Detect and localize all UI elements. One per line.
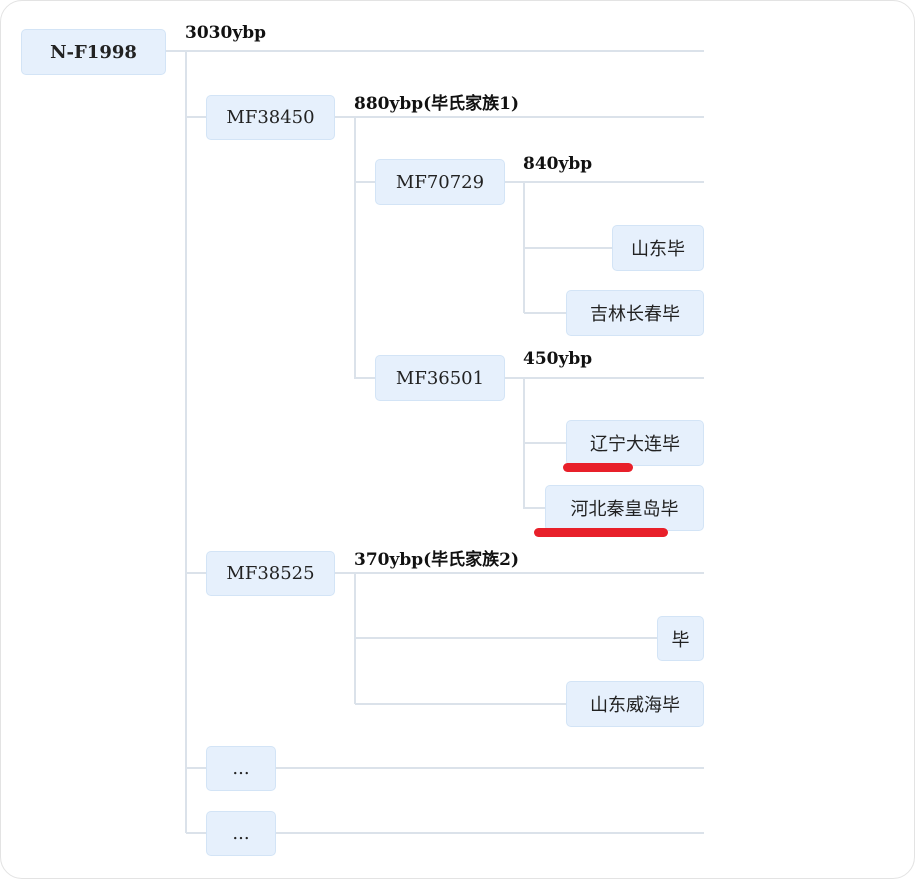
node-mf70729[interactable]: MF70729: [375, 159, 505, 205]
age-label-root: 3030ybp: [185, 23, 266, 43]
age-label-mf70729: 840ybp: [523, 154, 593, 174]
node-bi[interactable]: 毕: [657, 616, 704, 661]
node-shandong[interactable]: 山东毕: [612, 225, 704, 271]
node-more-1[interactable]: ...: [206, 746, 276, 791]
node-jilin[interactable]: 吉林长春毕: [566, 290, 704, 336]
age-label-mf38525: 370ybp(毕氏家族2): [354, 550, 520, 570]
node-weihai[interactable]: 山东威海毕: [566, 681, 704, 727]
red-underline-liaoning: [563, 463, 633, 472]
node-hebei[interactable]: 河北秦皇岛毕: [545, 485, 704, 531]
red-underline-hebei: [534, 528, 668, 537]
node-n-f1998[interactable]: N-F1998: [21, 29, 166, 75]
node-mf38450[interactable]: MF38450: [206, 95, 335, 140]
age-label-mf38450: 880ybp(毕氏家族1): [354, 94, 520, 114]
node-mf36501[interactable]: MF36501: [375, 355, 505, 401]
node-liaoning[interactable]: 辽宁大连毕: [566, 420, 704, 466]
node-mf38525[interactable]: MF38525: [206, 551, 335, 596]
age-label-mf36501: 450ybp: [523, 349, 593, 369]
node-more-2[interactable]: ...: [206, 811, 276, 856]
